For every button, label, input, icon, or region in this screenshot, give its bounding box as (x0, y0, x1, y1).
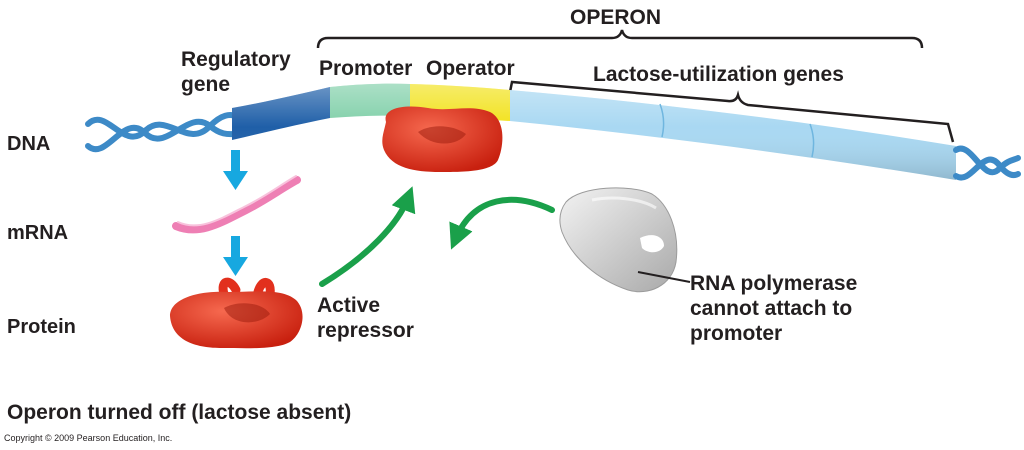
rna-polymerase-label-line3: promoter (690, 322, 783, 345)
rna-polymerase-pointer (637, 271, 691, 283)
regulatory-gene-label-line2: gene (181, 73, 231, 96)
repressor-bound-to-operator (382, 106, 503, 172)
dna-helix-right (953, 145, 1021, 181)
dna-helix-left (85, 112, 239, 153)
dna-label: DNA (7, 133, 51, 155)
diagram-caption: Operon turned off (lactose absent) (7, 401, 352, 424)
gene-dividers (659, 103, 815, 158)
regulatory-gene-label-line1: Regulatory (181, 48, 291, 71)
copyright-notice: Copyright © 2009 Pearson Education, Inc. (4, 433, 173, 443)
rna-polymerase-label-line2: cannot attach to (690, 297, 853, 320)
mrna-label: mRNA (7, 222, 69, 244)
protein-label: Protein (7, 316, 76, 338)
green-arrow-polymerase-blocked (449, 196, 555, 250)
operator-label: Operator (426, 57, 515, 80)
rna-polymerase (559, 187, 678, 293)
operon-bracket (316, 29, 924, 49)
rna-polymerase-label-line1: RNA polymerase (690, 272, 858, 295)
mrna-strand (172, 176, 301, 234)
active-repressor-label-line1: Active (317, 294, 381, 317)
active-repressor-protein (170, 277, 303, 349)
operon-label: OPERON (570, 6, 662, 29)
lactose-utilization-genes-label: Lactose-utilization genes (593, 63, 844, 86)
blue-arrow-translation (223, 236, 248, 276)
blue-arrow-transcription (223, 150, 248, 190)
lactose-genes-bracket (508, 80, 955, 143)
active-repressor-label-line2: repressor (317, 319, 414, 342)
promoter-label: Promoter (319, 57, 413, 80)
green-arrow-repressor-to-operator (319, 186, 416, 287)
